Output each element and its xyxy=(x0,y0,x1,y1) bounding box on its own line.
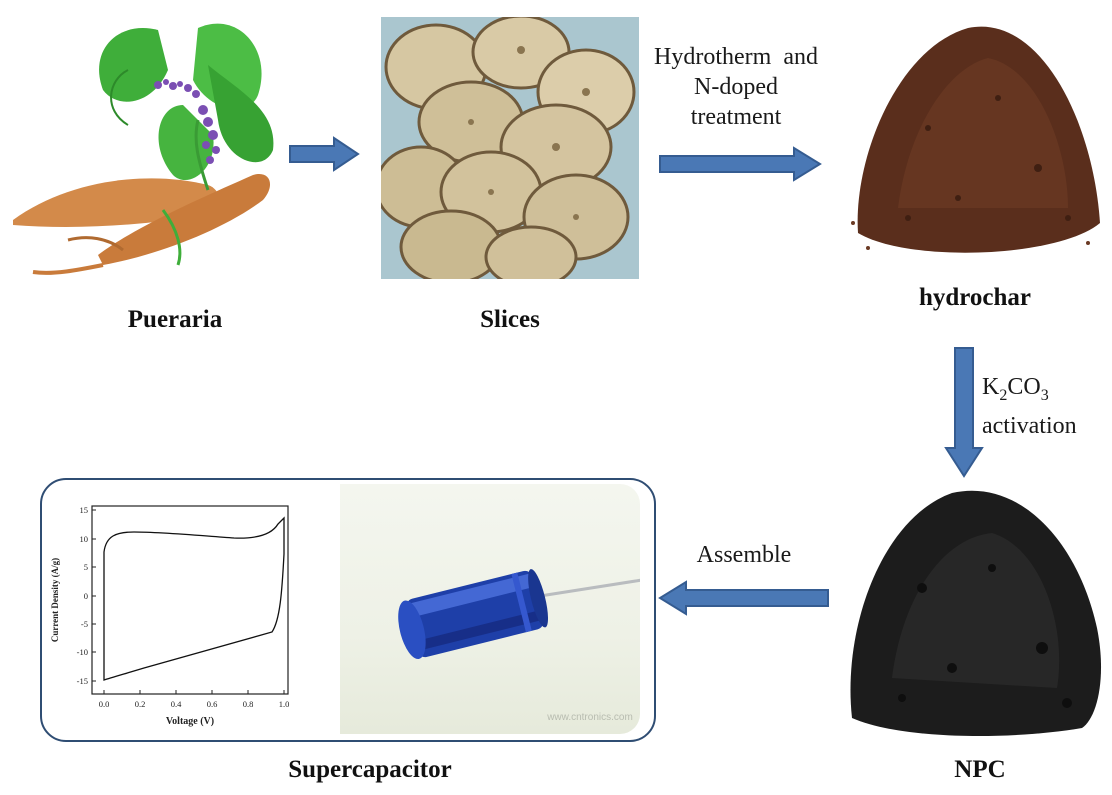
cv-xtick: 0.0 xyxy=(99,699,110,709)
arrow-hydrochar-to-npc xyxy=(944,347,984,478)
cv-x-ticks xyxy=(103,690,285,694)
capacitor-watermark: www.cntronics.com xyxy=(546,712,633,723)
cv-xtick: 0.6 xyxy=(207,699,218,709)
cv-ytick: -10 xyxy=(77,647,88,657)
slices-label: Slices xyxy=(480,306,540,333)
activation-word: activation xyxy=(982,412,1077,439)
npc-label: NPC xyxy=(954,756,1006,783)
cv-xtick: 0.2 xyxy=(135,699,146,709)
formula-sub-2: 2 xyxy=(999,386,1008,404)
formula-sub-3: 3 xyxy=(1040,386,1049,404)
pueraria-label: Pueraria xyxy=(127,306,223,333)
activation-step-text: K2CO3 activation xyxy=(982,372,1100,441)
cv-plot-frame xyxy=(91,505,289,695)
cv-ytick: 5 xyxy=(84,562,88,572)
hydrotherm-line-3: treatment xyxy=(690,104,782,130)
supercapacitor-label: Supercapacitor xyxy=(288,756,452,783)
pueraria-image xyxy=(8,10,280,295)
hydrotherm-step-text: Hydrotherm and N-doped treatment xyxy=(640,42,832,132)
arrow-pueraria-to-slices xyxy=(289,136,360,172)
cv-plot: 15 10 5 0 -5 -10 -15 0.0 0.2 0.4 0.6 0.8… xyxy=(50,505,290,727)
assemble-step-text: Assemble xyxy=(696,542,792,568)
hydrotherm-line-1: Hydrotherm and xyxy=(654,44,818,70)
npc-image xyxy=(842,478,1108,740)
activation-formula: K2CO3 xyxy=(982,372,1100,411)
capacitor-body xyxy=(398,569,549,659)
capacitor-lead xyxy=(539,578,640,598)
cv-ytick: -15 xyxy=(77,676,88,686)
hydrochar-image xyxy=(838,8,1108,272)
cv-ytick: 0 xyxy=(84,591,88,601)
cv-xtick: 1.0 xyxy=(279,699,290,709)
cv-ytick: 15 xyxy=(80,505,89,515)
hydrotherm-line-2: N-doped xyxy=(694,74,778,100)
arrow-slices-to-hydrochar xyxy=(659,146,822,182)
cv-y-ticks xyxy=(92,509,96,682)
formula-co: CO xyxy=(1007,374,1041,400)
cv-xtick: 0.4 xyxy=(171,699,182,709)
cv-xtick: 0.8 xyxy=(243,699,254,709)
arrow-npc-to-supercapacitor xyxy=(658,580,829,616)
cv-ylabel: Current Density (A/g) xyxy=(50,558,60,642)
cv-curve xyxy=(103,516,285,681)
cv-ytick: 10 xyxy=(80,534,89,544)
hydrochar-label: hydrochar xyxy=(918,284,1032,311)
capacitor-photo: www.cntronics.com xyxy=(340,484,640,734)
cv-xlabel: Voltage (V) xyxy=(166,716,214,727)
cv-ytick: -5 xyxy=(81,619,88,629)
formula-k: K xyxy=(982,374,1000,400)
slices-image xyxy=(381,17,639,279)
